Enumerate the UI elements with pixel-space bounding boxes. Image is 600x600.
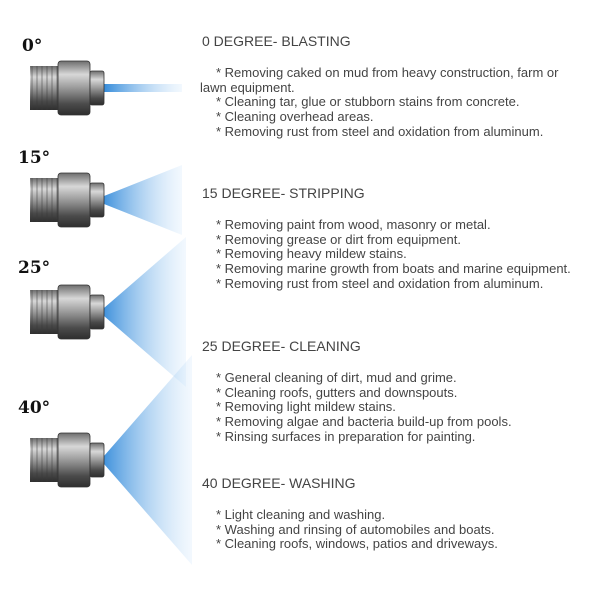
angle-label-15: 15°: [18, 148, 51, 168]
spray-0: [104, 84, 182, 92]
bullet-item: * Removing rust from steel and oxidation…: [216, 275, 544, 291]
nozzle-thread-icon: [30, 66, 60, 110]
nozzle-thread-icon: [30, 438, 60, 482]
spray-2: [104, 237, 186, 387]
section-1: 15 DEGREE- STRIPPING * Removing paint fro…: [200, 186, 575, 292]
section-3: 40 DEGREE- WASHING * Light cleaning and w…: [200, 476, 575, 552]
bullet-item: * Removing rust from steel and oxidation…: [216, 123, 544, 139]
angle-label-40: 40°: [18, 398, 51, 418]
bullet-item: * Light cleaning and washing.: [216, 506, 386, 522]
nozzle-hex-icon: [57, 172, 91, 228]
section-title: 0 DEGREE- BLASTING: [202, 33, 351, 49]
bullet-item: * Cleaning roofs, gutters and downspouts…: [216, 384, 458, 400]
nozzle-tip-icon: [89, 442, 105, 478]
section-0: 0 DEGREE- BLASTING * Removing caked on mu…: [200, 34, 575, 140]
section-title: 40 DEGREE- WASHING: [202, 475, 356, 491]
bullet-item: * Removing light mildew stains.: [216, 399, 396, 415]
section-2: 25 DEGREE- CLEANING * General cleaning of…: [200, 339, 575, 445]
bullet-item: * Removing grease or dirt from equipment…: [216, 231, 461, 247]
angle-label-25: 25°: [18, 258, 51, 278]
bullet-item: * Removing heavy mildew stains.: [216, 246, 407, 262]
section-title: 25 DEGREE- CLEANING: [202, 338, 361, 354]
nozzle-thread-icon: [30, 290, 60, 334]
spray-3: [104, 355, 192, 565]
nozzle-hex-icon: [57, 284, 91, 340]
bullet-item: * Rinsing surfaces in preparation for pa…: [216, 428, 476, 444]
bullet-item: * Cleaning roofs, windows, patios and dr…: [216, 536, 498, 552]
bullet-item: * Removing marine growth from boats and …: [216, 261, 571, 277]
angle-label-0: 0°: [22, 36, 43, 56]
bullet-item: * Removing algae and bacteria build-up f…: [216, 414, 512, 430]
spray-1: [104, 165, 182, 235]
nozzle-tip-icon: [89, 70, 105, 106]
bullet-item: * General cleaning of dirt, mud and grim…: [216, 369, 457, 385]
bullet-item: * Cleaning overhead areas.: [216, 109, 374, 125]
bullet-item: * Removing caked on mud from heavy const…: [200, 64, 559, 95]
nozzle-tip-icon: [89, 294, 105, 330]
nozzle-hex-icon: [57, 432, 91, 488]
nozzle-tip-icon: [89, 182, 105, 218]
nozzle-hex-icon: [57, 60, 91, 116]
bullet-item: * Cleaning tar, glue or stubborn stains …: [216, 94, 520, 110]
section-title: 15 DEGREE- STRIPPING: [202, 185, 365, 201]
nozzle-thread-icon: [30, 178, 60, 222]
bullet-item: * Washing and rinsing of automobiles and…: [216, 521, 495, 537]
bullet-item: * Removing paint from wood, masonry or m…: [216, 216, 491, 232]
